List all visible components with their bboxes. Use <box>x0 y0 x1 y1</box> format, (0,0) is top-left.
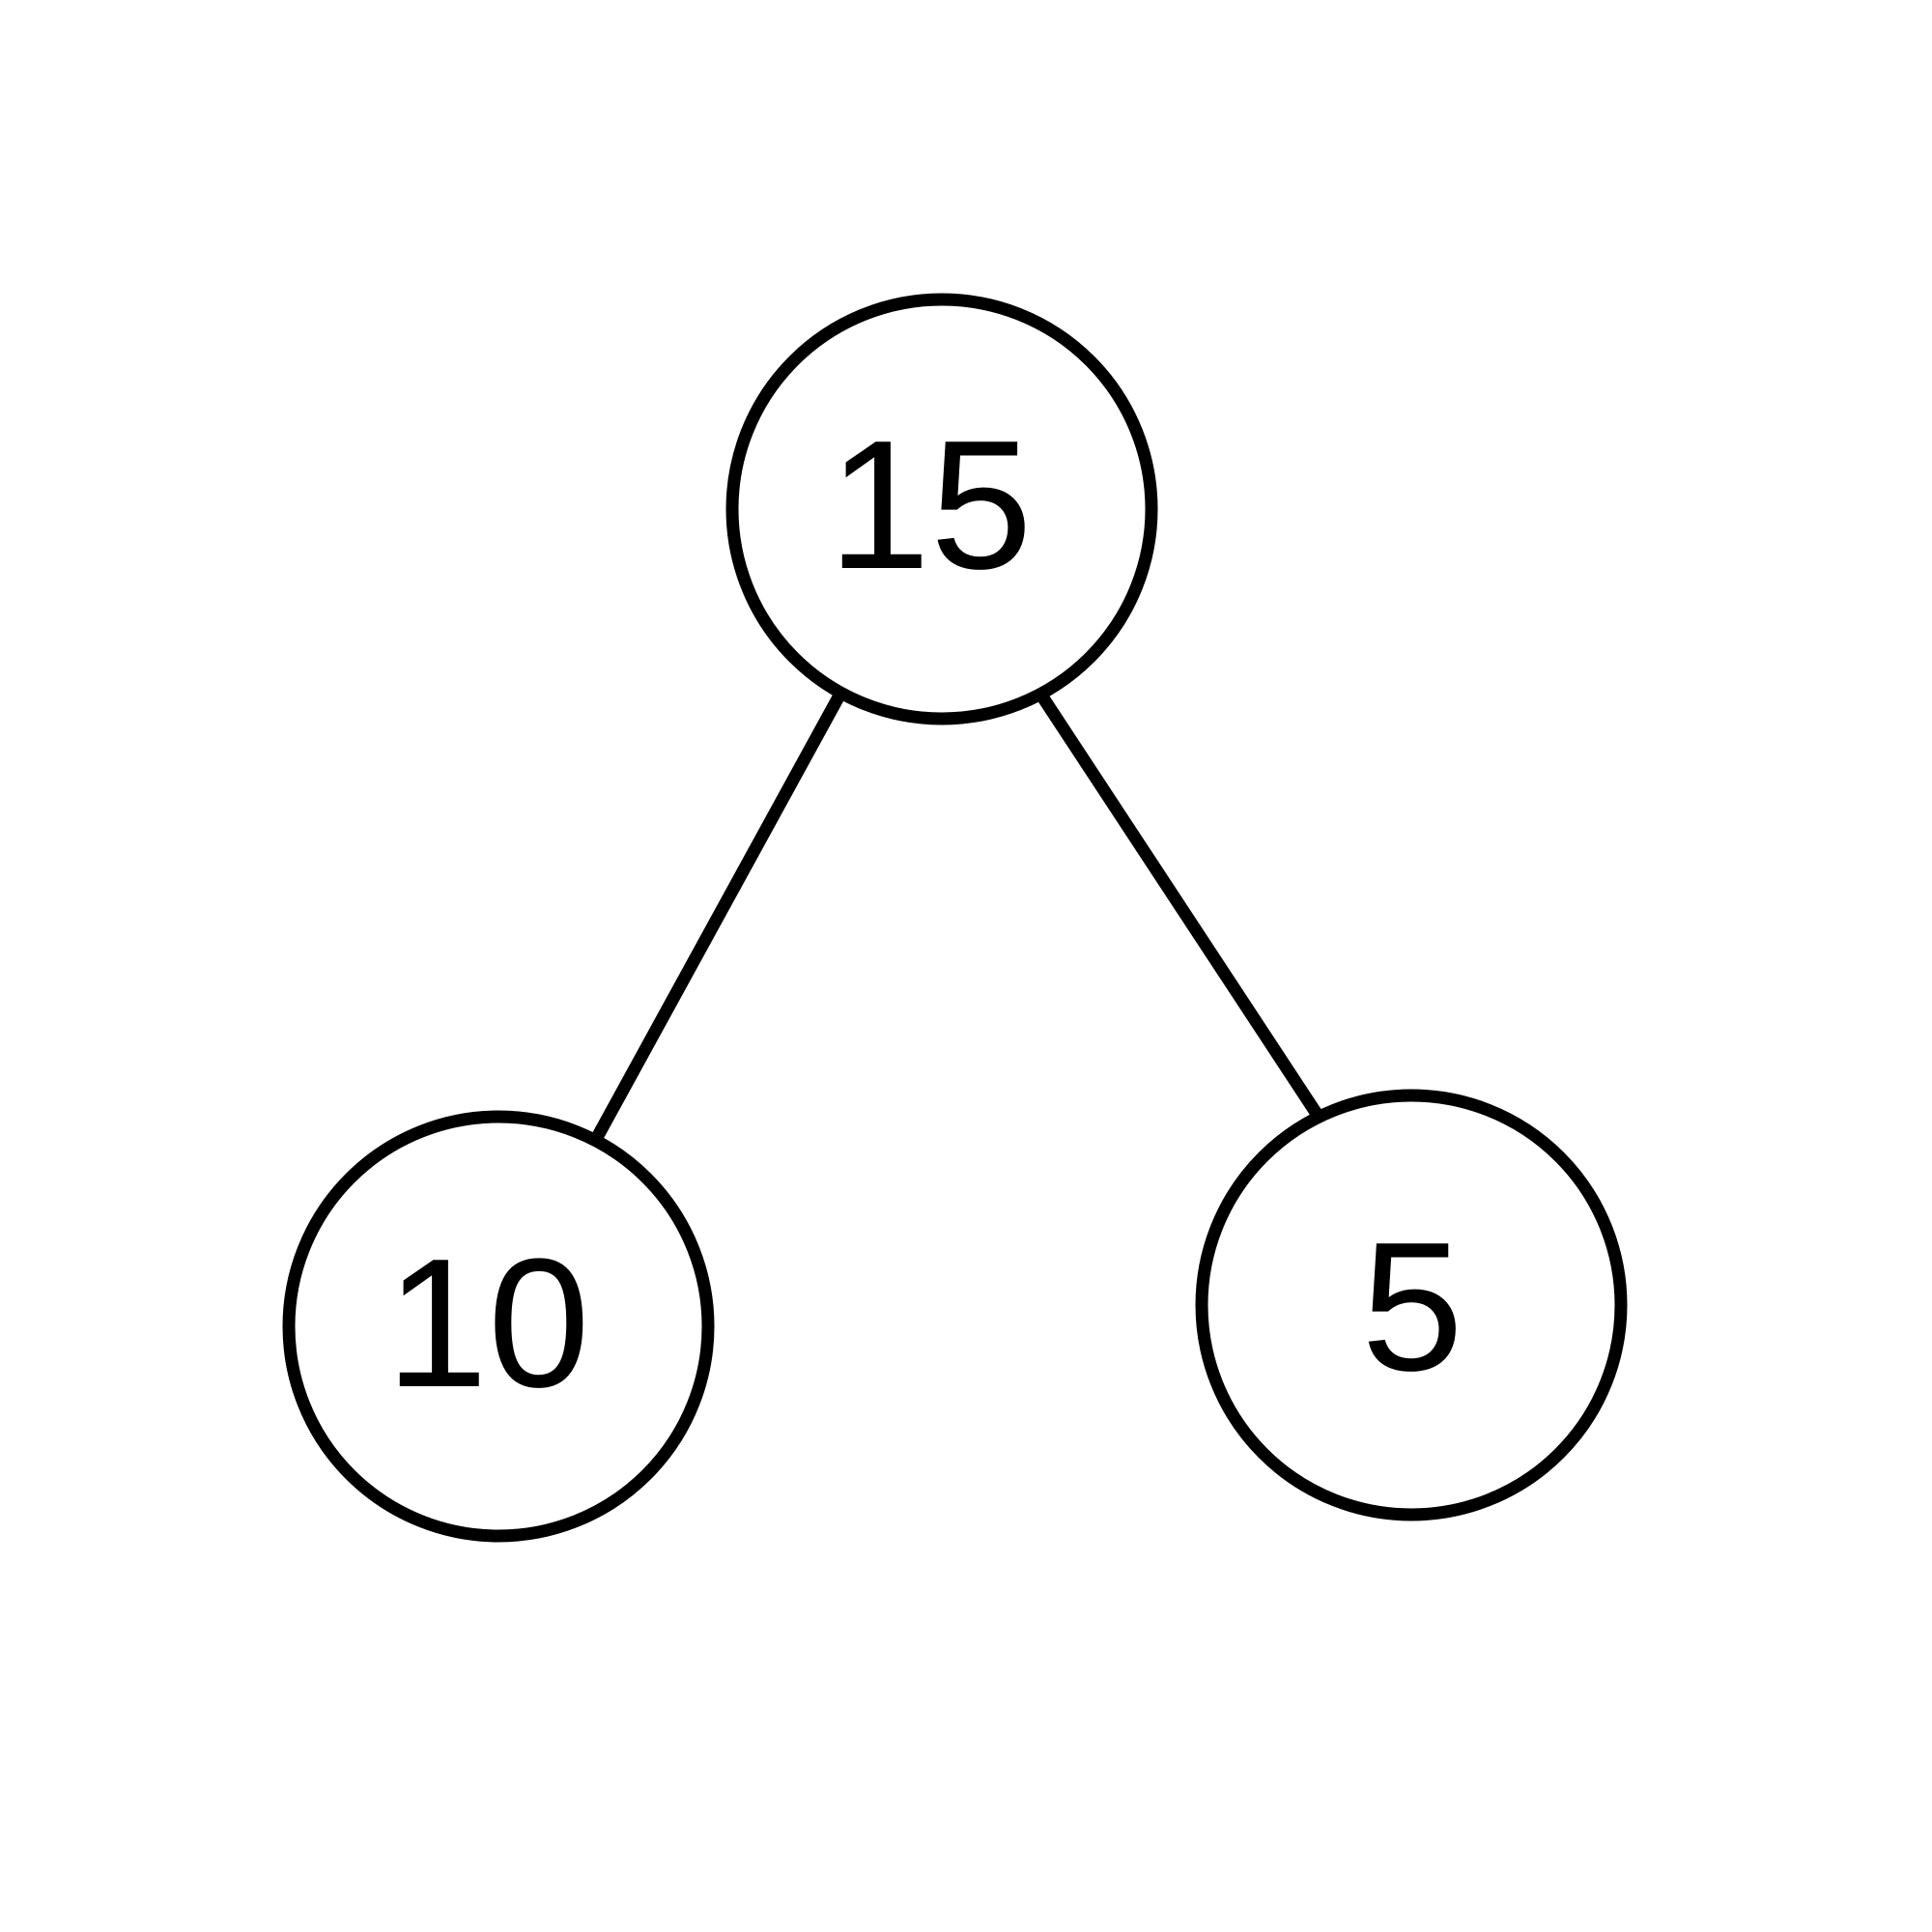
edge-root-left <box>588 690 846 1147</box>
edges <box>588 687 1322 1147</box>
tree-node-root: 15 <box>725 293 1158 725</box>
node-label: 10 <box>385 1221 589 1426</box>
tree-node-left: 10 <box>282 1110 715 1543</box>
node-circle <box>1195 1089 1628 1521</box>
node-label: 15 <box>828 403 1032 608</box>
tree-node-right: 5 <box>1195 1089 1628 1521</box>
node-label: 5 <box>1361 1205 1463 1409</box>
node-circle <box>282 1110 715 1543</box>
edge-root-right <box>1033 687 1322 1118</box>
node-circle <box>725 293 1158 725</box>
